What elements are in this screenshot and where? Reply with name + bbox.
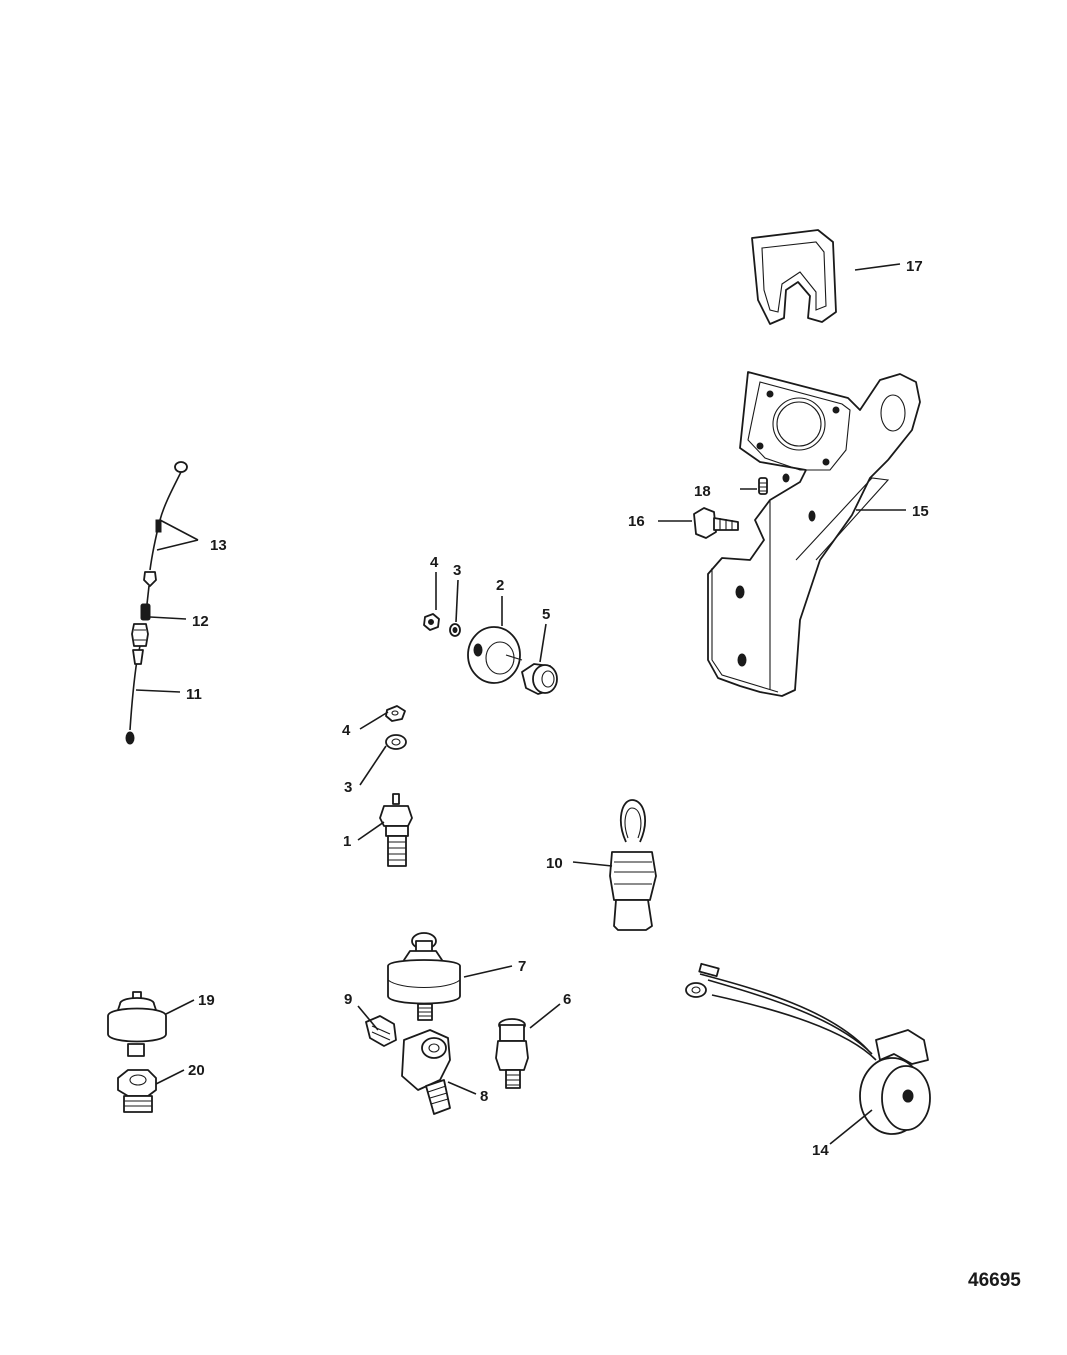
callout-11: 11 <box>186 686 202 703</box>
callout-7: 7 <box>518 958 526 975</box>
callout-9: 9 <box>344 991 352 1008</box>
part-4-nut-lower <box>385 705 406 722</box>
drawing-number: 46695 <box>968 1270 1021 1291</box>
callout-15: 15 <box>912 503 929 520</box>
callout-19: 19 <box>198 992 215 1009</box>
part-3-washer-lower <box>385 734 407 750</box>
part-10-connector <box>609 799 657 931</box>
part-4-nut-upper <box>423 613 440 631</box>
part-6-fitting <box>495 1018 529 1089</box>
part-15-bracket <box>707 371 921 697</box>
part-2-sender <box>467 626 523 684</box>
callout-16: 16 <box>628 513 645 530</box>
callout-12: 12 <box>192 613 209 630</box>
callout-8: 8 <box>480 1088 488 1105</box>
callout-17: 17 <box>906 258 923 275</box>
part-14-solenoid <box>685 962 931 1135</box>
part-20-adapter <box>117 1069 157 1113</box>
part-17-clip <box>751 229 837 325</box>
part-16-bolt <box>693 507 739 539</box>
callout-3-lower: 3 <box>344 779 352 796</box>
callout-4-upper: 4 <box>430 554 439 571</box>
callout-1: 1 <box>343 833 351 850</box>
part-19-switch <box>107 991 167 1057</box>
part-18-screw <box>758 477 768 495</box>
callout-14: 14 <box>812 1142 829 1159</box>
leader-lines <box>135 263 906 1145</box>
callout-3-upper: 3 <box>453 562 461 579</box>
callout-5: 5 <box>542 606 550 623</box>
callout-6: 6 <box>563 991 571 1008</box>
callout-13: 13 <box>210 537 227 554</box>
part-3-washer-upper <box>449 623 461 637</box>
callout-4-lower: 4 <box>342 722 351 739</box>
part-7-switch <box>387 932 461 1021</box>
callout-labels: 17 15 18 16 13 12 11 4 3 2 5 4 3 1 10 7 … <box>186 258 929 1159</box>
parts-11-12-13-wire-assembly <box>125 461 188 745</box>
part-1-sender <box>379 793 413 867</box>
callout-10: 10 <box>546 855 563 872</box>
part-5-fitting <box>521 663 558 695</box>
part-8-elbow <box>401 1029 451 1115</box>
callout-20: 20 <box>188 1062 205 1079</box>
callout-2: 2 <box>496 577 504 594</box>
callout-18: 18 <box>694 483 711 500</box>
